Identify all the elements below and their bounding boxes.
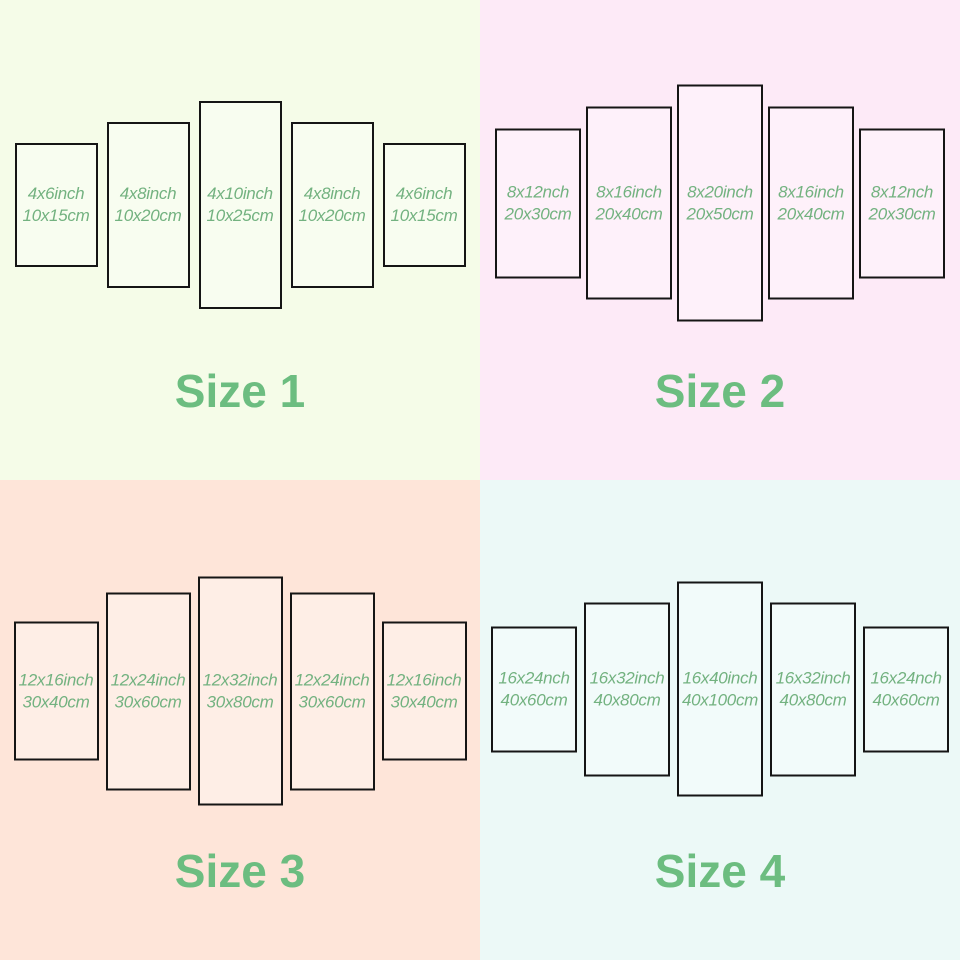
canvas-panel: 16x32inch 40x80cm bbox=[584, 602, 670, 776]
panel-size-inches: 12x32inch bbox=[202, 670, 278, 689]
panel-size-cm: 30x40cm bbox=[390, 692, 458, 711]
size-section-1: 4x6inch 10x15cm 4x8inch 10x20cm 4x10inch 10… bbox=[0, 0, 480, 480]
canvas-panel: 12x24inch 30x60cm bbox=[105, 592, 191, 790]
size-label: Size 4 bbox=[654, 845, 786, 897]
panel-size-cm: 40x100cm bbox=[681, 690, 759, 709]
canvas-panel: 12x32inch 30x80cm bbox=[197, 576, 283, 806]
panel-size-cm: 40x60cm bbox=[500, 690, 568, 709]
panel-size-cm: 20x40cm bbox=[595, 204, 663, 223]
canvas-panel: 8x12nch 20x30cm bbox=[495, 128, 581, 278]
size-label: Size 3 bbox=[174, 845, 306, 897]
panel-size-inches: 16x40inch bbox=[682, 668, 758, 687]
canvas-panel: 8x12nch 20x30cm bbox=[859, 128, 945, 278]
panel-size-inches: 4x8inch bbox=[119, 184, 177, 203]
panel-size-inches: 4x10inch bbox=[207, 184, 273, 203]
panel-size-inches: 12x24inch bbox=[294, 670, 370, 689]
canvas-panel: 8x20inch 20x50cm bbox=[677, 84, 763, 322]
panel-size-cm: 40x60cm bbox=[872, 690, 940, 709]
size-section-2: 8x12nch 20x30cm 8x16inch 20x40cm 8x20inch 2… bbox=[480, 0, 960, 480]
panel-size-cm: 10x20cm bbox=[298, 206, 366, 225]
panel-size-cm: 20x50cm bbox=[686, 204, 754, 223]
canvas-panel: 4x8inch 10x20cm bbox=[290, 122, 374, 288]
panel-size-cm: 10x25cm bbox=[206, 206, 274, 225]
canvas-panel: 8x16inch 20x40cm bbox=[586, 106, 672, 300]
panel-size-cm: 10x20cm bbox=[114, 206, 182, 225]
panel-size-cm: 30x40cm bbox=[22, 692, 90, 711]
panel-size-inches: 4x6inch bbox=[27, 184, 85, 203]
panel-size-inches: 12x24inch bbox=[110, 670, 186, 689]
canvas-panel: 12x24inch 30x60cm bbox=[289, 592, 375, 790]
panel-size-inches: 4x6inch bbox=[395, 184, 453, 203]
panel-size-inches: 16x32inch bbox=[589, 668, 665, 687]
panel-size-cm: 40x80cm bbox=[779, 690, 847, 709]
panel-size-cm: 30x60cm bbox=[298, 692, 366, 711]
canvas-panel: 16x32inch 40x80cm bbox=[770, 602, 856, 776]
panel-size-inches: 8x16inch bbox=[596, 182, 662, 201]
panel-size-cm: 30x80cm bbox=[206, 692, 274, 711]
panel-size-inches: 16x32inch bbox=[775, 668, 851, 687]
panel-size-cm: 30x60cm bbox=[114, 692, 182, 711]
panel-size-cm: 20x40cm bbox=[777, 204, 845, 223]
canvas-panel: 16x40inch 40x100cm bbox=[677, 581, 763, 797]
panel-row-size-1: 4x6inch 10x15cm 4x8inch 10x20cm 4x10inch 10… bbox=[0, 101, 480, 309]
panel-size-cm: 20x30cm bbox=[504, 204, 572, 223]
panel-size-inches: 4x8inch bbox=[303, 184, 361, 203]
size-label: Size 2 bbox=[654, 365, 786, 417]
panel-size-cm: 20x30cm bbox=[868, 204, 936, 223]
panel-size-cm: 40x80cm bbox=[593, 690, 661, 709]
canvas-panel: 8x16inch 20x40cm bbox=[768, 106, 854, 300]
panel-row-size-4: 16x24nch 40x60cm 16x32inch 40x80cm 16x40in… bbox=[480, 581, 960, 797]
panel-row-size-2: 8x12nch 20x30cm 8x16inch 20x40cm 8x20inch 2… bbox=[480, 84, 960, 322]
size-section-4: 16x24nch 40x60cm 16x32inch 40x80cm 16x40in… bbox=[480, 480, 960, 960]
panel-size-inches: 16x24nch bbox=[870, 668, 942, 687]
canvas-panel: 12x16inch 30x40cm bbox=[13, 621, 99, 761]
canvas-panel: 4x8inch 10x20cm bbox=[106, 122, 190, 288]
canvas-panel: 4x6inch 10x15cm bbox=[14, 143, 98, 267]
panel-size-cm: 10x15cm bbox=[22, 206, 90, 225]
size-label: Size 1 bbox=[174, 365, 306, 417]
panel-size-cm: 10x15cm bbox=[390, 206, 458, 225]
canvas-panel: 4x10inch 10x25cm bbox=[198, 101, 282, 309]
panel-size-inches: 8x20inch bbox=[687, 182, 753, 201]
canvas-panel: 12x16inch 30x40cm bbox=[381, 621, 467, 761]
panel-size-inches: 8x12nch bbox=[870, 182, 934, 201]
panel-size-inches: 16x24nch bbox=[498, 668, 570, 687]
size-section-3: 12x16inch 30x40cm 12x24inch 30x60cm 12x32i… bbox=[0, 480, 480, 960]
canvas-panel: 4x6inch 10x15cm bbox=[382, 143, 466, 267]
canvas-panel: 16x24nch 40x60cm bbox=[863, 626, 949, 752]
panel-size-inches: 8x16inch bbox=[778, 182, 844, 201]
panel-size-inches: 8x12nch bbox=[506, 182, 570, 201]
panel-size-inches: 12x16inch bbox=[18, 670, 94, 689]
panel-size-inches: 12x16inch bbox=[386, 670, 462, 689]
canvas-panel: 16x24nch 40x60cm bbox=[491, 626, 577, 752]
panel-row-size-3: 12x16inch 30x40cm 12x24inch 30x60cm 12x32i… bbox=[0, 576, 480, 806]
